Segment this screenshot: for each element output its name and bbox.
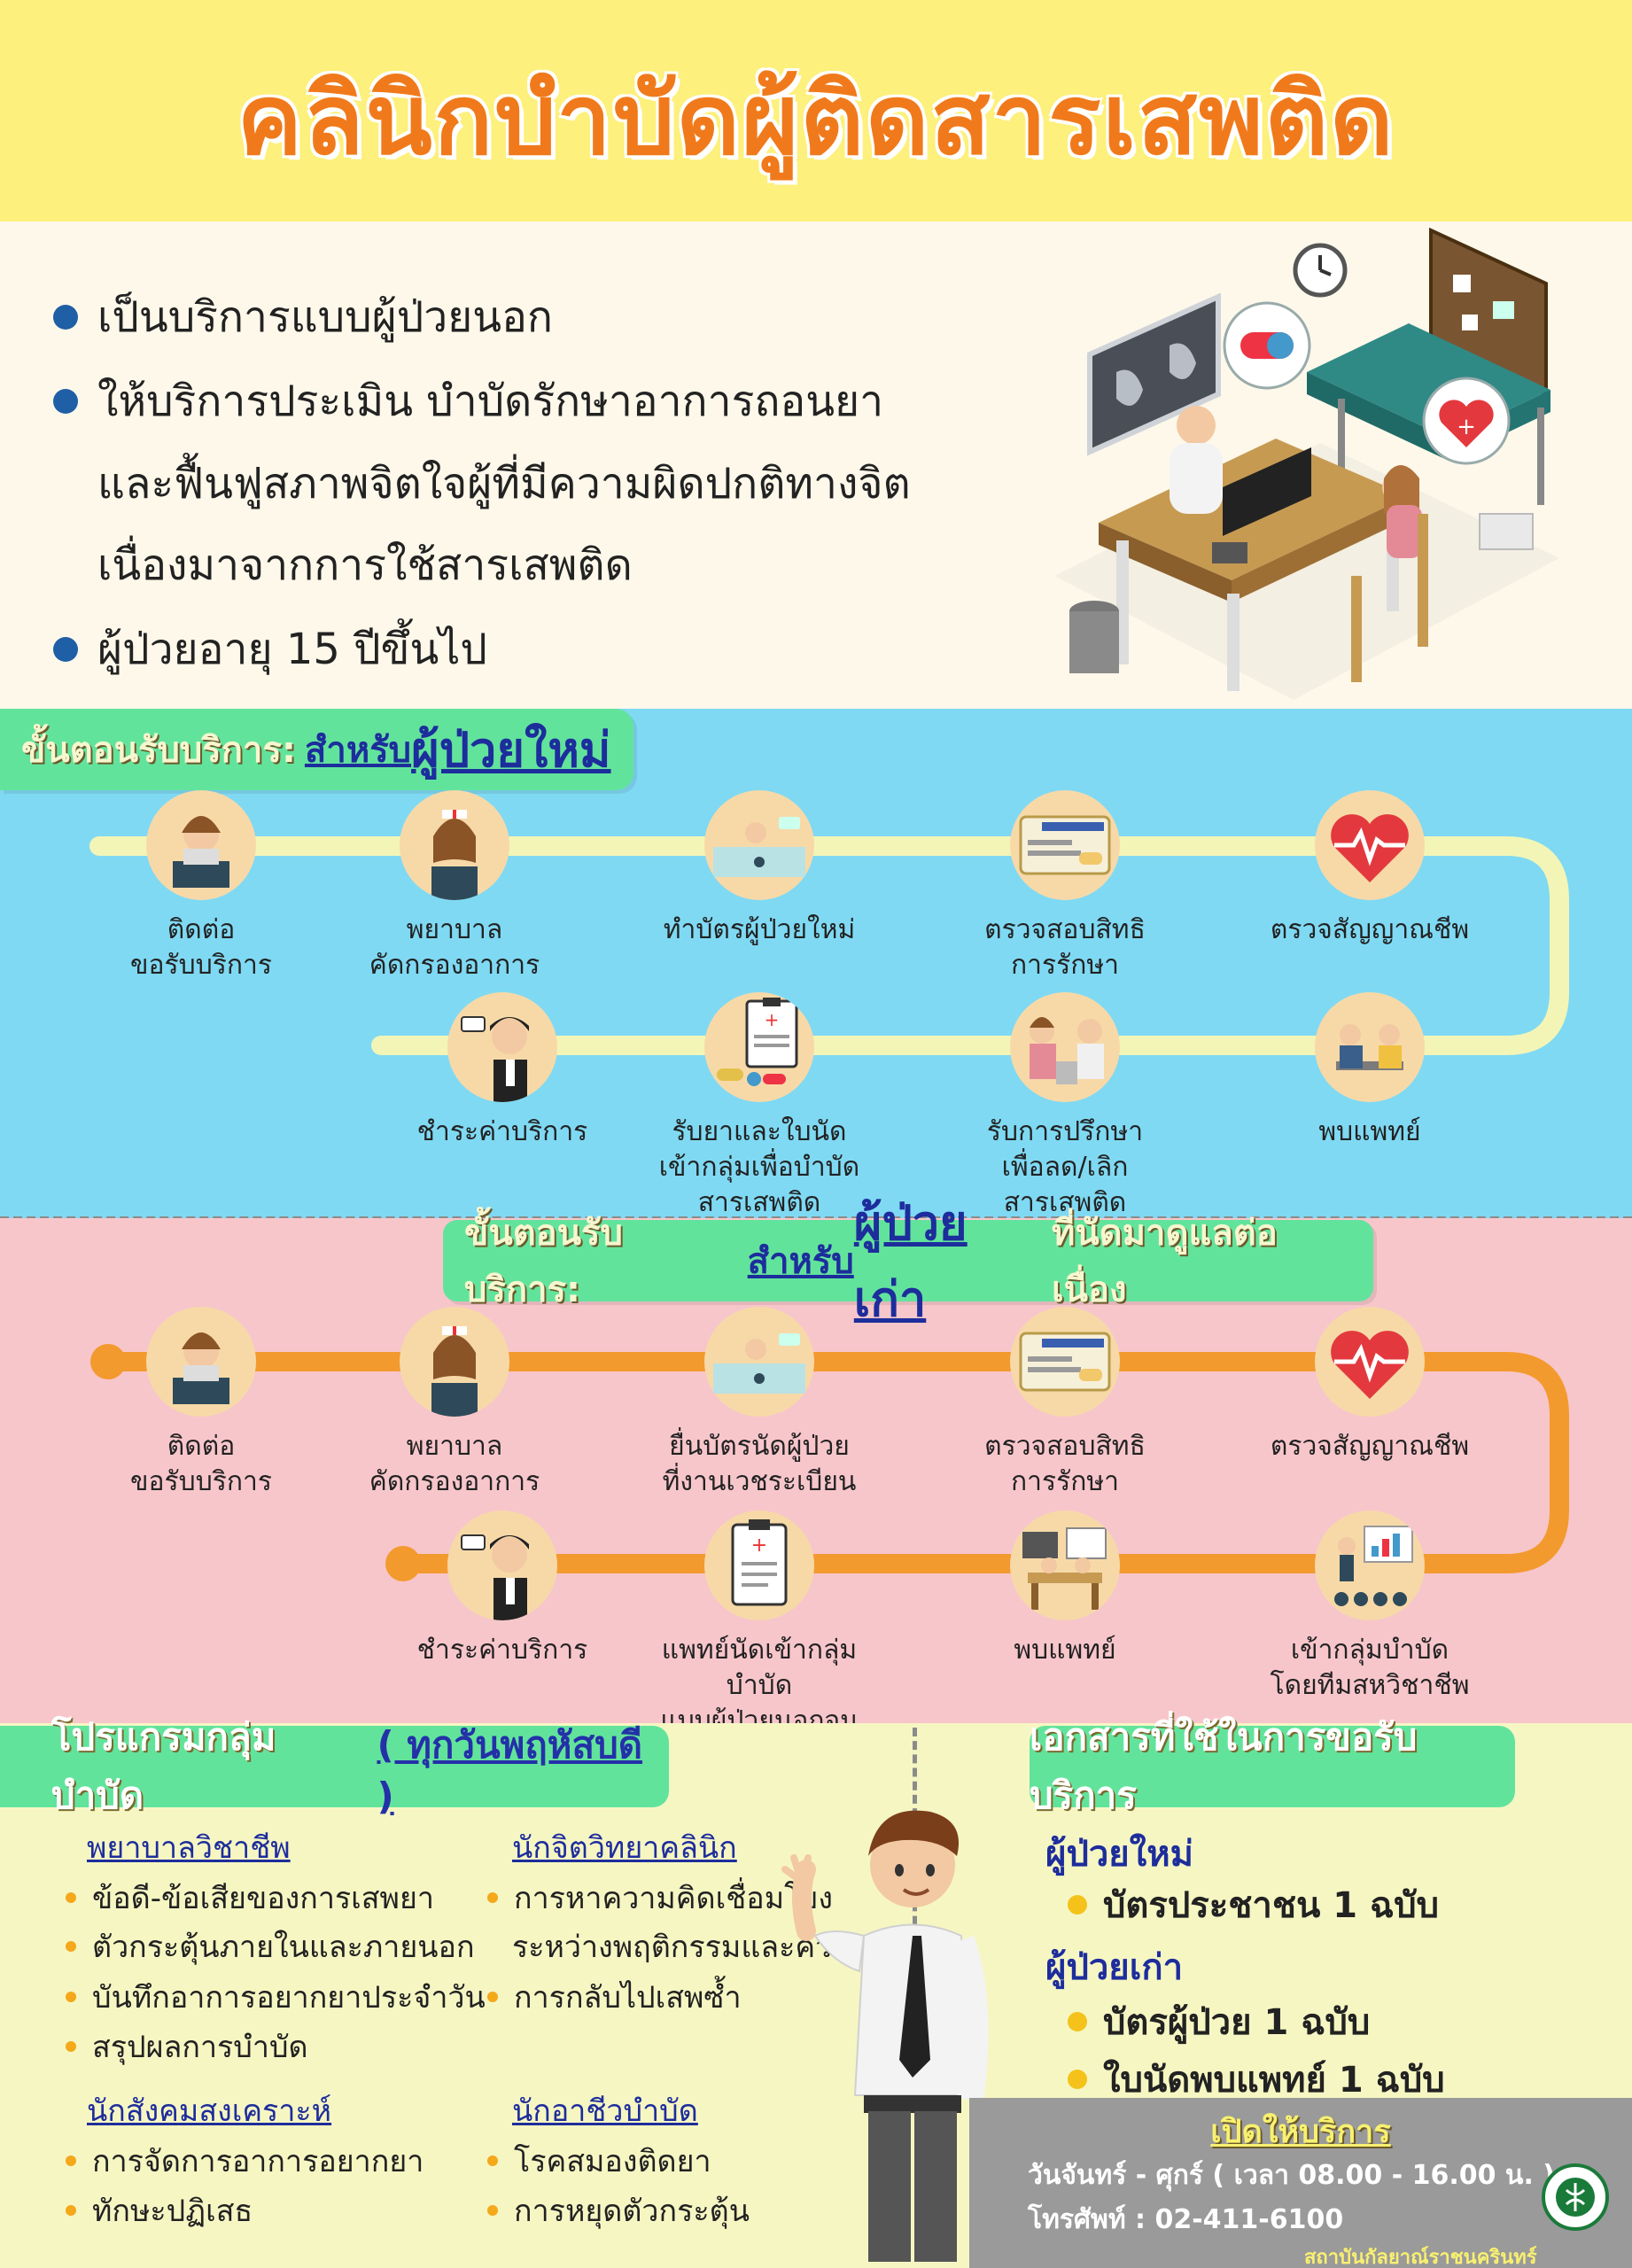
bullet-dot-icon bbox=[53, 637, 78, 662]
group-item: การกลับไปเสพซ้ำ bbox=[487, 1973, 742, 2021]
step-counseling: รับการปรึกษา เพื่อลด/เลิก สารเสพติด bbox=[950, 992, 1180, 1221]
step-payment: ชำระค่าบริการ bbox=[387, 1511, 618, 1668]
receptionist-icon bbox=[146, 790, 256, 900]
group-item: สรุปผลการบำบัด bbox=[66, 2023, 308, 2070]
page-title: คลินิกบำบัดผู้ติดสารเสพติด bbox=[237, 63, 1395, 176]
group-head-psychologist: นักจิตวิทยาคลินิก bbox=[512, 1830, 737, 1866]
bullet-icon bbox=[1068, 2012, 1087, 2031]
step-payment: ชำระค่าบริการ bbox=[387, 992, 618, 1150]
svg-text:+: + bbox=[751, 1534, 767, 1557]
new-patient-label: ขั้นตอนรับบริการ: สำหรับ ผู้ป่วยใหม่ bbox=[0, 709, 633, 790]
intro-bullet: เป็นบริการแบบผู้ป่วยนอก bbox=[53, 284, 553, 351]
step-contact: ติดต่อ ขอรับบริการ bbox=[86, 1307, 316, 1500]
step-new-card: ทำบัตรผู้ป่วยใหม่ bbox=[644, 790, 874, 948]
group-item: การจัดการอาการอยากยา bbox=[66, 2137, 424, 2185]
step-group-therapy: เข้ากลุ่มบำบัด โดยทีมสหวิชาชีพ bbox=[1255, 1511, 1485, 1704]
reception-desk-icon bbox=[704, 1307, 814, 1417]
bullet-icon bbox=[487, 2155, 498, 2166]
step-check-rights: ตรวจสอบสิทธิ การรักษา bbox=[950, 790, 1180, 983]
bullet-icon bbox=[66, 2041, 76, 2052]
group-item: ตัวกระตุ้นภายในและภายนอก bbox=[66, 1922, 475, 1970]
bullet-icon bbox=[487, 1892, 498, 1903]
documents-old-head: ผู้ป่วยเก่า bbox=[1045, 1947, 1184, 1988]
new-patient-section: ขั้นตอนรับบริการ: สำหรับ ผู้ป่วยใหม่ ติด… bbox=[0, 709, 1632, 1218]
step-vital-signs: ตรวจสัญญาณชีพ bbox=[1255, 1307, 1485, 1464]
step-submit-appointment-card: ยื่นบัตรนัดผู้ป่วย ที่งานเวชระเบียน bbox=[644, 1307, 874, 1500]
old-patient-section: ขั้นตอนรับบริการ: สำหรับ ผู้ป่วยเก่า ที่… bbox=[0, 1195, 1632, 1807]
step-contact: ติดต่อ ขอรับบริการ bbox=[86, 790, 316, 983]
doctor-consult-icon bbox=[1315, 992, 1425, 1102]
old-patient-track bbox=[90, 1344, 1569, 1581]
new-patient-track bbox=[89, 836, 1569, 1055]
reception-desk-icon bbox=[704, 790, 814, 900]
intro-bullet: ให้บริการประเมิน บำบัดรักษาอาการถอนยา bbox=[53, 368, 883, 435]
group-head-social-worker: นักสังคมสงเคราะห์ bbox=[87, 2093, 332, 2129]
vertical-divider bbox=[913, 1728, 917, 2100]
bullet-icon bbox=[66, 2205, 76, 2216]
group-head-nurse: พยาบาลวิชาชีพ bbox=[87, 1830, 291, 1866]
nurse-icon bbox=[400, 1307, 509, 1417]
header-banner: คลินิกบำบัดผู้ติดสารเสพติด bbox=[0, 0, 1632, 221]
step-nurse-screening: พยาบาล คัดกรองอาการ bbox=[339, 1307, 570, 1500]
open-days: วันจันทร์ - ศุกร์ ( เวลา 08.00 - 16.00 น… bbox=[1028, 2160, 1555, 2191]
bullet-icon bbox=[1068, 1895, 1087, 1915]
presentation-icon bbox=[1315, 1511, 1425, 1620]
bullet-dot-icon bbox=[53, 389, 78, 414]
step-check-rights: ตรวจสอบสิทธิ การรักษา bbox=[950, 1307, 1180, 1500]
step-vital-signs: ตรวจสัญญาณชีพ bbox=[1255, 790, 1485, 948]
svg-text:+: + bbox=[765, 1009, 780, 1030]
clinic-illustration: + bbox=[1054, 227, 1559, 700]
id-card-icon bbox=[1010, 1307, 1120, 1417]
step-see-doctor: พบแพทย์ bbox=[950, 1511, 1180, 1668]
old-patient-label: ขั้นตอนรับบริการ: สำหรับ ผู้ป่วยเก่า ที่… bbox=[443, 1195, 1373, 1327]
bullet-icon bbox=[487, 2205, 498, 2216]
receptionist-icon bbox=[146, 1307, 256, 1417]
id-card-icon bbox=[1010, 790, 1120, 900]
bullet-icon bbox=[66, 1892, 76, 1903]
group-item: ทักษะปฏิเสธ bbox=[66, 2186, 253, 2234]
step-medication: + รับยาและใบนัด เข้ากลุ่มเพื่อบำบัด สารเ… bbox=[644, 992, 874, 1221]
open-phone: โทรศัพท์ : 02-411-6100 bbox=[1028, 2204, 1344, 2235]
group-item: ข้อดี-ข้อเสียของการเสพยา bbox=[66, 1874, 434, 1922]
counseling-icon bbox=[1010, 992, 1120, 1102]
intro-bullet-continuation: และฟื้นฟูสภาพจิตใจผู้ที่มีความผิดปกติทาง… bbox=[97, 459, 911, 509]
group-item: การหาความคิดเชื่อมโยง bbox=[487, 1874, 833, 1922]
documents-label: เอกสารที่ใช้ในการขอรับบริการ bbox=[1030, 1715, 1515, 1817]
ministry-seal-icon bbox=[1542, 2163, 1609, 2231]
open-hours-title: เปิดให้บริการ bbox=[1210, 2114, 1391, 2150]
step-nurse-screening: พยาบาล คัดกรองอาการ bbox=[339, 790, 570, 983]
group-head-occupational-therapist: นักอาชีวบำบัด bbox=[512, 2093, 698, 2129]
intro-section: เป็นบริการแบบผู้ป่วยนอก ให้บริการประเมิน… bbox=[0, 221, 1632, 709]
office-icon bbox=[1010, 1511, 1120, 1620]
cashier-icon bbox=[447, 1511, 557, 1620]
clipboard-icon: + bbox=[704, 1511, 814, 1620]
documents-new-head: ผู้ป่วยใหม่ bbox=[1045, 1834, 1193, 1875]
nurse-icon bbox=[400, 790, 509, 900]
bullet-icon bbox=[1068, 2070, 1087, 2089]
bullet-icon bbox=[66, 2155, 76, 2166]
group-item: โรคสมองติดยา bbox=[487, 2137, 711, 2185]
document-item: บัตรประชาชน 1 ฉบับ bbox=[1068, 1876, 1439, 1933]
intro-bullet-continuation: เนื่องมาจากการใช้สารเสพติด bbox=[97, 540, 633, 590]
cashier-icon bbox=[447, 992, 557, 1102]
bullet-dot-icon bbox=[53, 305, 78, 330]
program-label: โปรแกรมกลุ่มบำบัด ( ทุกวันพฤหัสบดี ) bbox=[0, 1715, 669, 1818]
svg-text:+: + bbox=[1457, 414, 1476, 440]
group-item: บันทึกอาการอยากยาประจำวัน bbox=[66, 1973, 486, 2021]
step-see-doctor: พบแพทย์ bbox=[1255, 992, 1485, 1150]
prescription-icon: + bbox=[704, 992, 814, 1102]
group-item: การหยุดตัวกระตุ้น bbox=[487, 2186, 750, 2234]
heart-pulse-icon bbox=[1315, 1307, 1425, 1417]
organization-name: สถาบันกัลยาณ์ราชนครินทร์ bbox=[1304, 2247, 1537, 2268]
bullet-icon bbox=[66, 1941, 76, 1952]
presenter-man-illustration bbox=[781, 1810, 989, 2262]
document-item: ใบนัดพบแพทย์ 1 ฉบับ bbox=[1068, 2051, 1445, 2108]
bullet-icon bbox=[487, 1992, 498, 2002]
document-item: บัตรผู้ป่วย 1 ฉบับ bbox=[1068, 1993, 1370, 2050]
intro-bullet: ผู้ป่วยอายุ 15 ปีขึ้นไป bbox=[53, 616, 487, 683]
heart-pulse-icon bbox=[1315, 790, 1425, 900]
open-hours-box bbox=[969, 2098, 1632, 2268]
bullet-icon bbox=[66, 1992, 76, 2002]
